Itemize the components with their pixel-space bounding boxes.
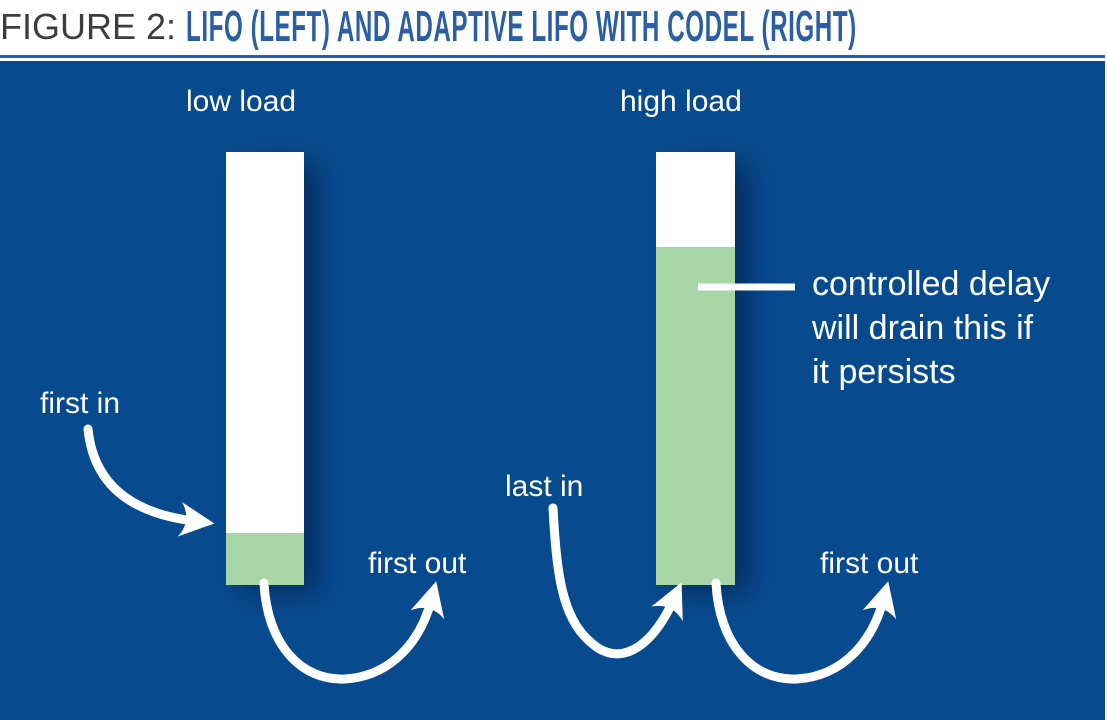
high-load-label: high load [620, 85, 742, 118]
first-in-arrow [83, 424, 215, 537]
figure-title: LIFO (LEFT) AND ADAPTIVE LIFO WITH CODEL… [186, 2, 857, 51]
first-in-label: first in [40, 387, 121, 420]
last-in-label: last in [505, 470, 584, 503]
codel-callout-line-1: controlled delay [812, 265, 1051, 303]
diagram-panel: low load high load first in first out la… [0, 61, 1105, 720]
first-out-label-right: first out [820, 547, 919, 580]
figure-caption: FIGURE 2: LIFO (LEFT) AND ADAPTIVE LIFO … [0, 2, 1107, 54]
lifo-queue-fill [226, 533, 304, 585]
title-divider-rule [0, 55, 1105, 58]
lifo-queue-bar [226, 152, 304, 585]
low-load-label: low load [186, 85, 297, 118]
first-out-label-left: first out [368, 547, 467, 580]
first-out-arrow-right [711, 578, 897, 684]
codel-callout-text: controlled delay will drain this if it p… [812, 262, 1107, 394]
codel-callout-line-2: will drain this if [812, 309, 1034, 347]
first-out-arrow-left [259, 578, 445, 684]
arrows-overlay [83, 283, 897, 684]
adaptive-lifo-queue-bar [656, 152, 735, 585]
figure-number-label: FIGURE 2: [0, 6, 177, 47]
last-in-arrow [548, 503, 683, 659]
adaptive-lifo-queue-fill [656, 247, 735, 585]
codel-callout-line-3: it persists [812, 353, 956, 391]
